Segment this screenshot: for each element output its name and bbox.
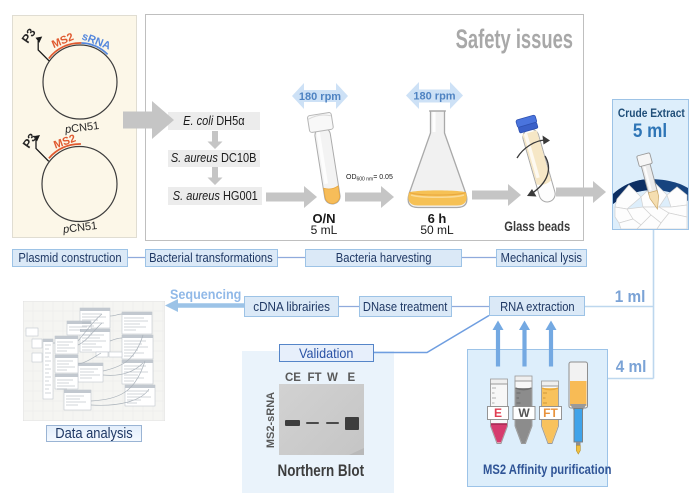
svg-text:P3: P3 — [20, 130, 40, 150]
svg-text:pCN51: pCN51 — [61, 220, 97, 236]
svg-text:MS2-sRNA: MS2-sRNA — [265, 392, 277, 448]
svg-text:MS2: MS2 — [50, 31, 76, 51]
svg-text:180 rpm: 180 rpm — [413, 91, 455, 103]
svg-text:W: W — [518, 406, 530, 420]
svg-text:E: E — [494, 406, 502, 420]
svg-text:pCN51: pCN51 — [63, 120, 99, 136]
svg-text:180 rpm: 180 rpm — [299, 91, 341, 103]
svg-text:FT: FT — [543, 406, 558, 420]
svg-text:P3: P3 — [19, 25, 39, 45]
